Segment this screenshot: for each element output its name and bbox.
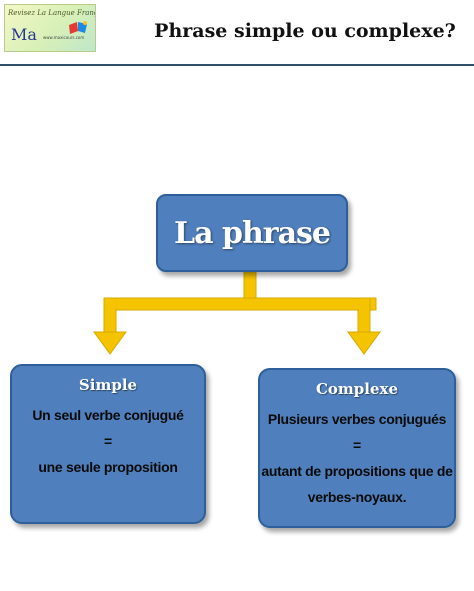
branch-complexe-line: = bbox=[353, 437, 361, 453]
logo-url: www.maxicours.com bbox=[43, 35, 85, 40]
logo: Revisez La Langue Française Ma www.maxic… bbox=[4, 4, 96, 52]
arrowhead-right bbox=[347, 331, 381, 355]
logo-tagline: Revisez La Langue Française bbox=[8, 9, 95, 17]
arrowhead-left bbox=[93, 331, 127, 355]
branch-complexe: Complexe Plusieurs verbes conjugués = au… bbox=[258, 368, 456, 528]
root-node: La phrase bbox=[156, 194, 348, 272]
header-divider bbox=[0, 64, 474, 66]
branch-complexe-line: autant de propositions que de bbox=[261, 463, 453, 479]
branch-simple-line: = bbox=[104, 433, 112, 449]
branch-simple: Simple Un seul verbe conjugué = une seul… bbox=[10, 364, 206, 524]
book-icon bbox=[69, 21, 87, 34]
branch-simple-line: Un seul verbe conjugué bbox=[32, 407, 184, 423]
branch-complexe-title: Complexe bbox=[315, 380, 399, 398]
root-node-label: La phrase bbox=[174, 215, 331, 251]
logo-mark: Ma bbox=[11, 25, 37, 44]
branch-simple-line: une seule proposition bbox=[38, 459, 178, 475]
branch-complexe-line: Plusieurs verbes conjugués bbox=[267, 411, 447, 427]
branch-complexe-line: verbes-noyaux. bbox=[307, 489, 407, 505]
page-title: Phrase simple ou complexe? bbox=[154, 20, 456, 42]
branch-simple-title: Simple bbox=[78, 376, 138, 394]
